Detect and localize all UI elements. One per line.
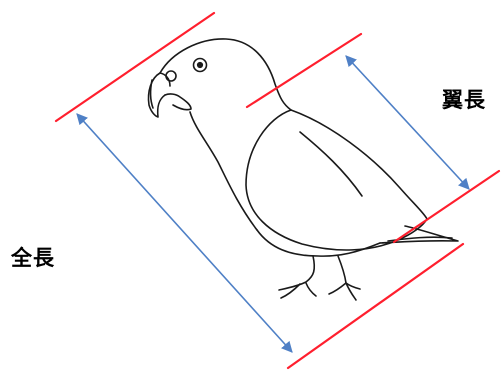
total-length-guide-top (56, 13, 214, 121)
wing-length-label: 翼長 (442, 84, 486, 114)
total-length-label: 全長 (11, 242, 55, 272)
wing-length-guide-top (247, 34, 361, 107)
parrot-illustration (148, 39, 458, 300)
guide-lines (56, 13, 499, 368)
wing-length-arrow (346, 56, 469, 189)
measure-arrows (77, 56, 469, 352)
wing-length-guide-bottom (394, 171, 499, 242)
